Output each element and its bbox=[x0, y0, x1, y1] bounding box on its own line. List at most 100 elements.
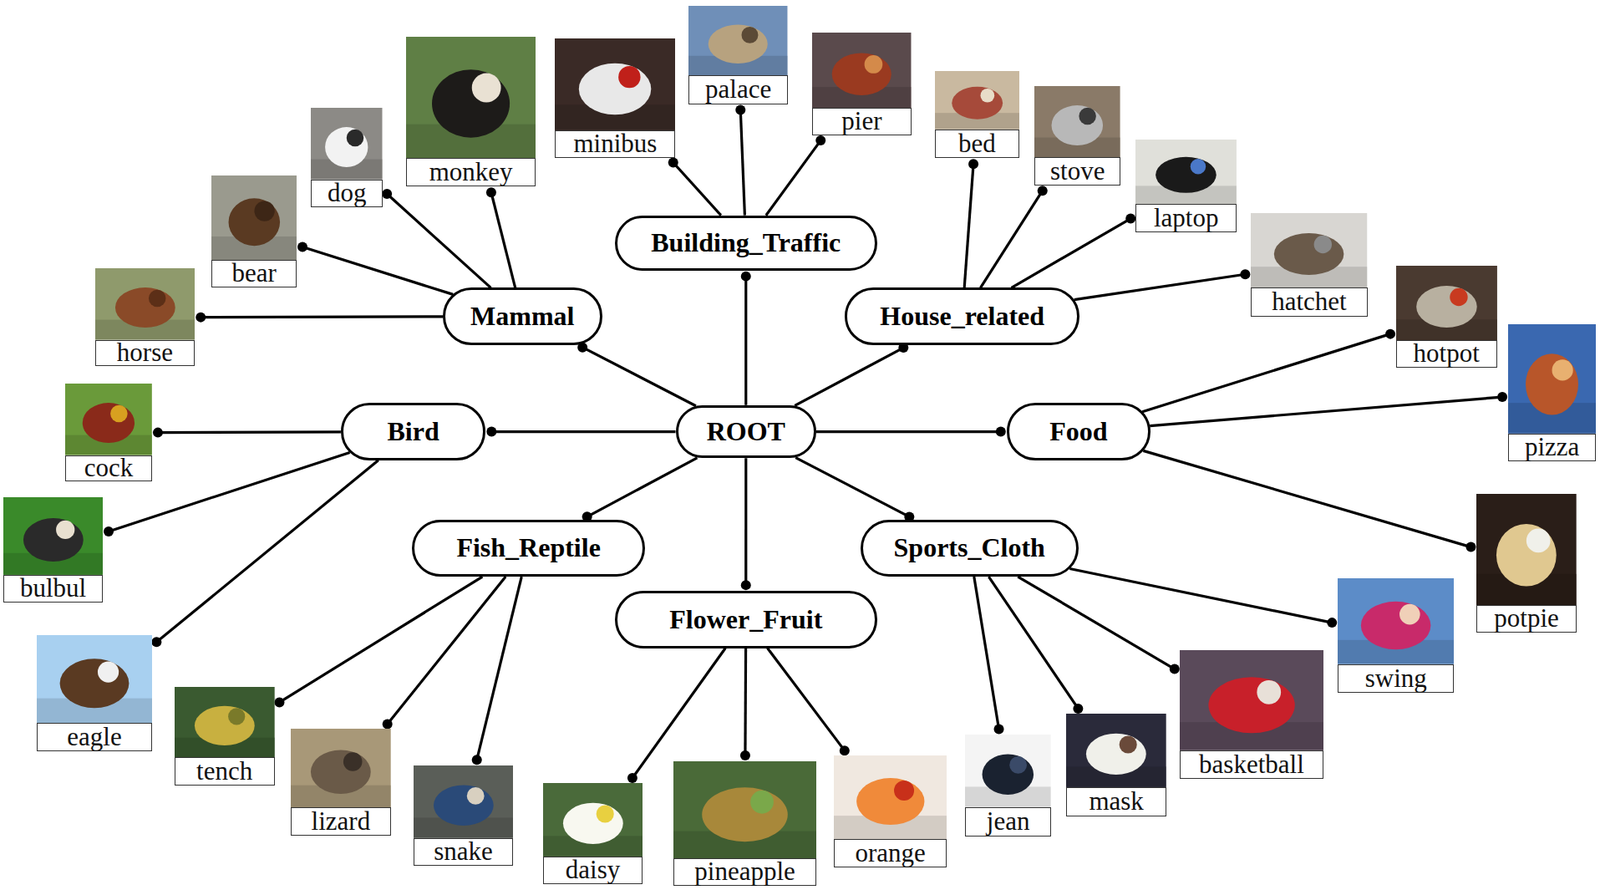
connector-line bbox=[988, 576, 1078, 709]
photo-detail bbox=[1256, 680, 1281, 705]
photo-detail bbox=[1449, 287, 1468, 305]
label-box: pizza bbox=[1508, 433, 1596, 462]
leaf-node: bear bbox=[211, 175, 298, 288]
label-box: orange bbox=[833, 838, 948, 868]
photo-ground bbox=[310, 107, 382, 179]
photo-ground bbox=[965, 734, 1052, 808]
photo-thumbnail bbox=[1066, 713, 1167, 788]
category-pill: Sports_Cloth bbox=[860, 519, 1079, 577]
connector-line bbox=[156, 460, 379, 642]
end-dot bbox=[741, 271, 752, 282]
photo-subject bbox=[951, 86, 1003, 120]
photo-thumbnail bbox=[95, 268, 196, 340]
connector bbox=[795, 457, 915, 523]
photo-detail bbox=[741, 26, 759, 44]
class-label: monkey bbox=[429, 158, 514, 185]
category-label: House_related bbox=[879, 301, 1045, 331]
leaf-node: laptop bbox=[1135, 139, 1237, 233]
category-label: Sports_Cloth bbox=[893, 533, 1046, 563]
photo-subject bbox=[832, 52, 892, 96]
photo-ground bbox=[543, 782, 644, 857]
label-box: tench bbox=[174, 756, 275, 786]
end-dot bbox=[1385, 329, 1396, 340]
photo-subject bbox=[1274, 233, 1345, 275]
leaf-node: minibus bbox=[554, 38, 676, 158]
label-box: pier bbox=[812, 107, 911, 136]
connector-line bbox=[1011, 218, 1132, 289]
leaf-node: pineapple bbox=[673, 761, 817, 886]
leaf-node: orange bbox=[833, 755, 948, 868]
class-label: dog bbox=[327, 180, 367, 206]
class-label: jean bbox=[986, 807, 1031, 835]
photo-detail bbox=[1119, 735, 1138, 753]
photo-subject bbox=[708, 25, 768, 65]
leaf-node: hatchet bbox=[1250, 213, 1367, 316]
label-box: jean bbox=[965, 807, 1052, 837]
photo-thumbnail bbox=[543, 782, 644, 857]
connector bbox=[582, 457, 698, 523]
photo-subject bbox=[60, 658, 130, 708]
connector bbox=[486, 426, 676, 437]
end-dot bbox=[968, 158, 979, 169]
photo-subject bbox=[325, 127, 369, 168]
photo-detail bbox=[1552, 360, 1574, 381]
label-box: horse bbox=[95, 340, 196, 367]
photo-ground bbox=[290, 728, 392, 808]
category-pill: House_related bbox=[844, 287, 1080, 345]
photo-thumbnail bbox=[1179, 650, 1324, 751]
end-dot bbox=[152, 427, 163, 438]
end-dot bbox=[994, 723, 1005, 734]
class-label: horse bbox=[116, 340, 173, 366]
category-pill: Mammal bbox=[442, 287, 603, 345]
class-label: stove bbox=[1050, 157, 1105, 184]
end-dot bbox=[668, 157, 679, 168]
photo-ground bbox=[406, 36, 536, 158]
leaf-node: hotpot bbox=[1396, 265, 1498, 368]
label-box: hotpot bbox=[1396, 340, 1498, 368]
connector bbox=[988, 576, 1083, 714]
class-label: orange bbox=[854, 839, 925, 866]
leaf-node: potpie bbox=[1476, 493, 1577, 633]
connector bbox=[1069, 568, 1337, 629]
photo-thumbnail bbox=[310, 107, 382, 179]
end-dot bbox=[472, 754, 483, 765]
connector-line bbox=[974, 576, 1000, 729]
connector-line bbox=[1074, 274, 1246, 300]
class-label: bear bbox=[231, 260, 276, 286]
photo-subject bbox=[1525, 354, 1579, 416]
leaf-node: monkey bbox=[406, 36, 536, 188]
connector-line bbox=[980, 190, 1043, 288]
photo-thumbnail bbox=[934, 71, 1020, 130]
label-box: lizard bbox=[290, 807, 392, 836]
photo-ground bbox=[1476, 493, 1577, 605]
photo-detail bbox=[893, 780, 915, 801]
class-label: potpie bbox=[1493, 605, 1560, 631]
leaf-node: eagle bbox=[36, 634, 153, 752]
photo-subject bbox=[1496, 523, 1557, 587]
photo-detail bbox=[1079, 106, 1098, 125]
connector-line bbox=[795, 457, 910, 518]
connector-line bbox=[816, 430, 1001, 433]
photo-subject bbox=[431, 69, 510, 138]
label-box: potpie bbox=[1476, 604, 1577, 633]
photo-ground bbox=[1066, 713, 1167, 788]
photo-thumbnail bbox=[812, 32, 911, 108]
connector bbox=[741, 457, 752, 590]
connector-line bbox=[1069, 568, 1332, 624]
label-box: stove bbox=[1034, 157, 1121, 186]
label-box: daisy bbox=[543, 856, 644, 884]
category-label: ROOT bbox=[706, 416, 786, 447]
photo-thumbnail bbox=[554, 38, 676, 131]
class-label: bulbul bbox=[20, 575, 87, 601]
end-dot bbox=[151, 636, 162, 647]
end-dot bbox=[839, 745, 850, 756]
connector bbox=[1142, 450, 1476, 552]
connector bbox=[381, 188, 491, 288]
photo-ground bbox=[174, 686, 275, 757]
photo-thumbnail bbox=[3, 497, 104, 575]
photo-detail bbox=[750, 790, 774, 814]
photo-thumbnail bbox=[1508, 324, 1596, 434]
category-label: Bird bbox=[387, 416, 440, 447]
photo-thumbnail bbox=[174, 686, 275, 757]
connector bbox=[794, 342, 909, 406]
